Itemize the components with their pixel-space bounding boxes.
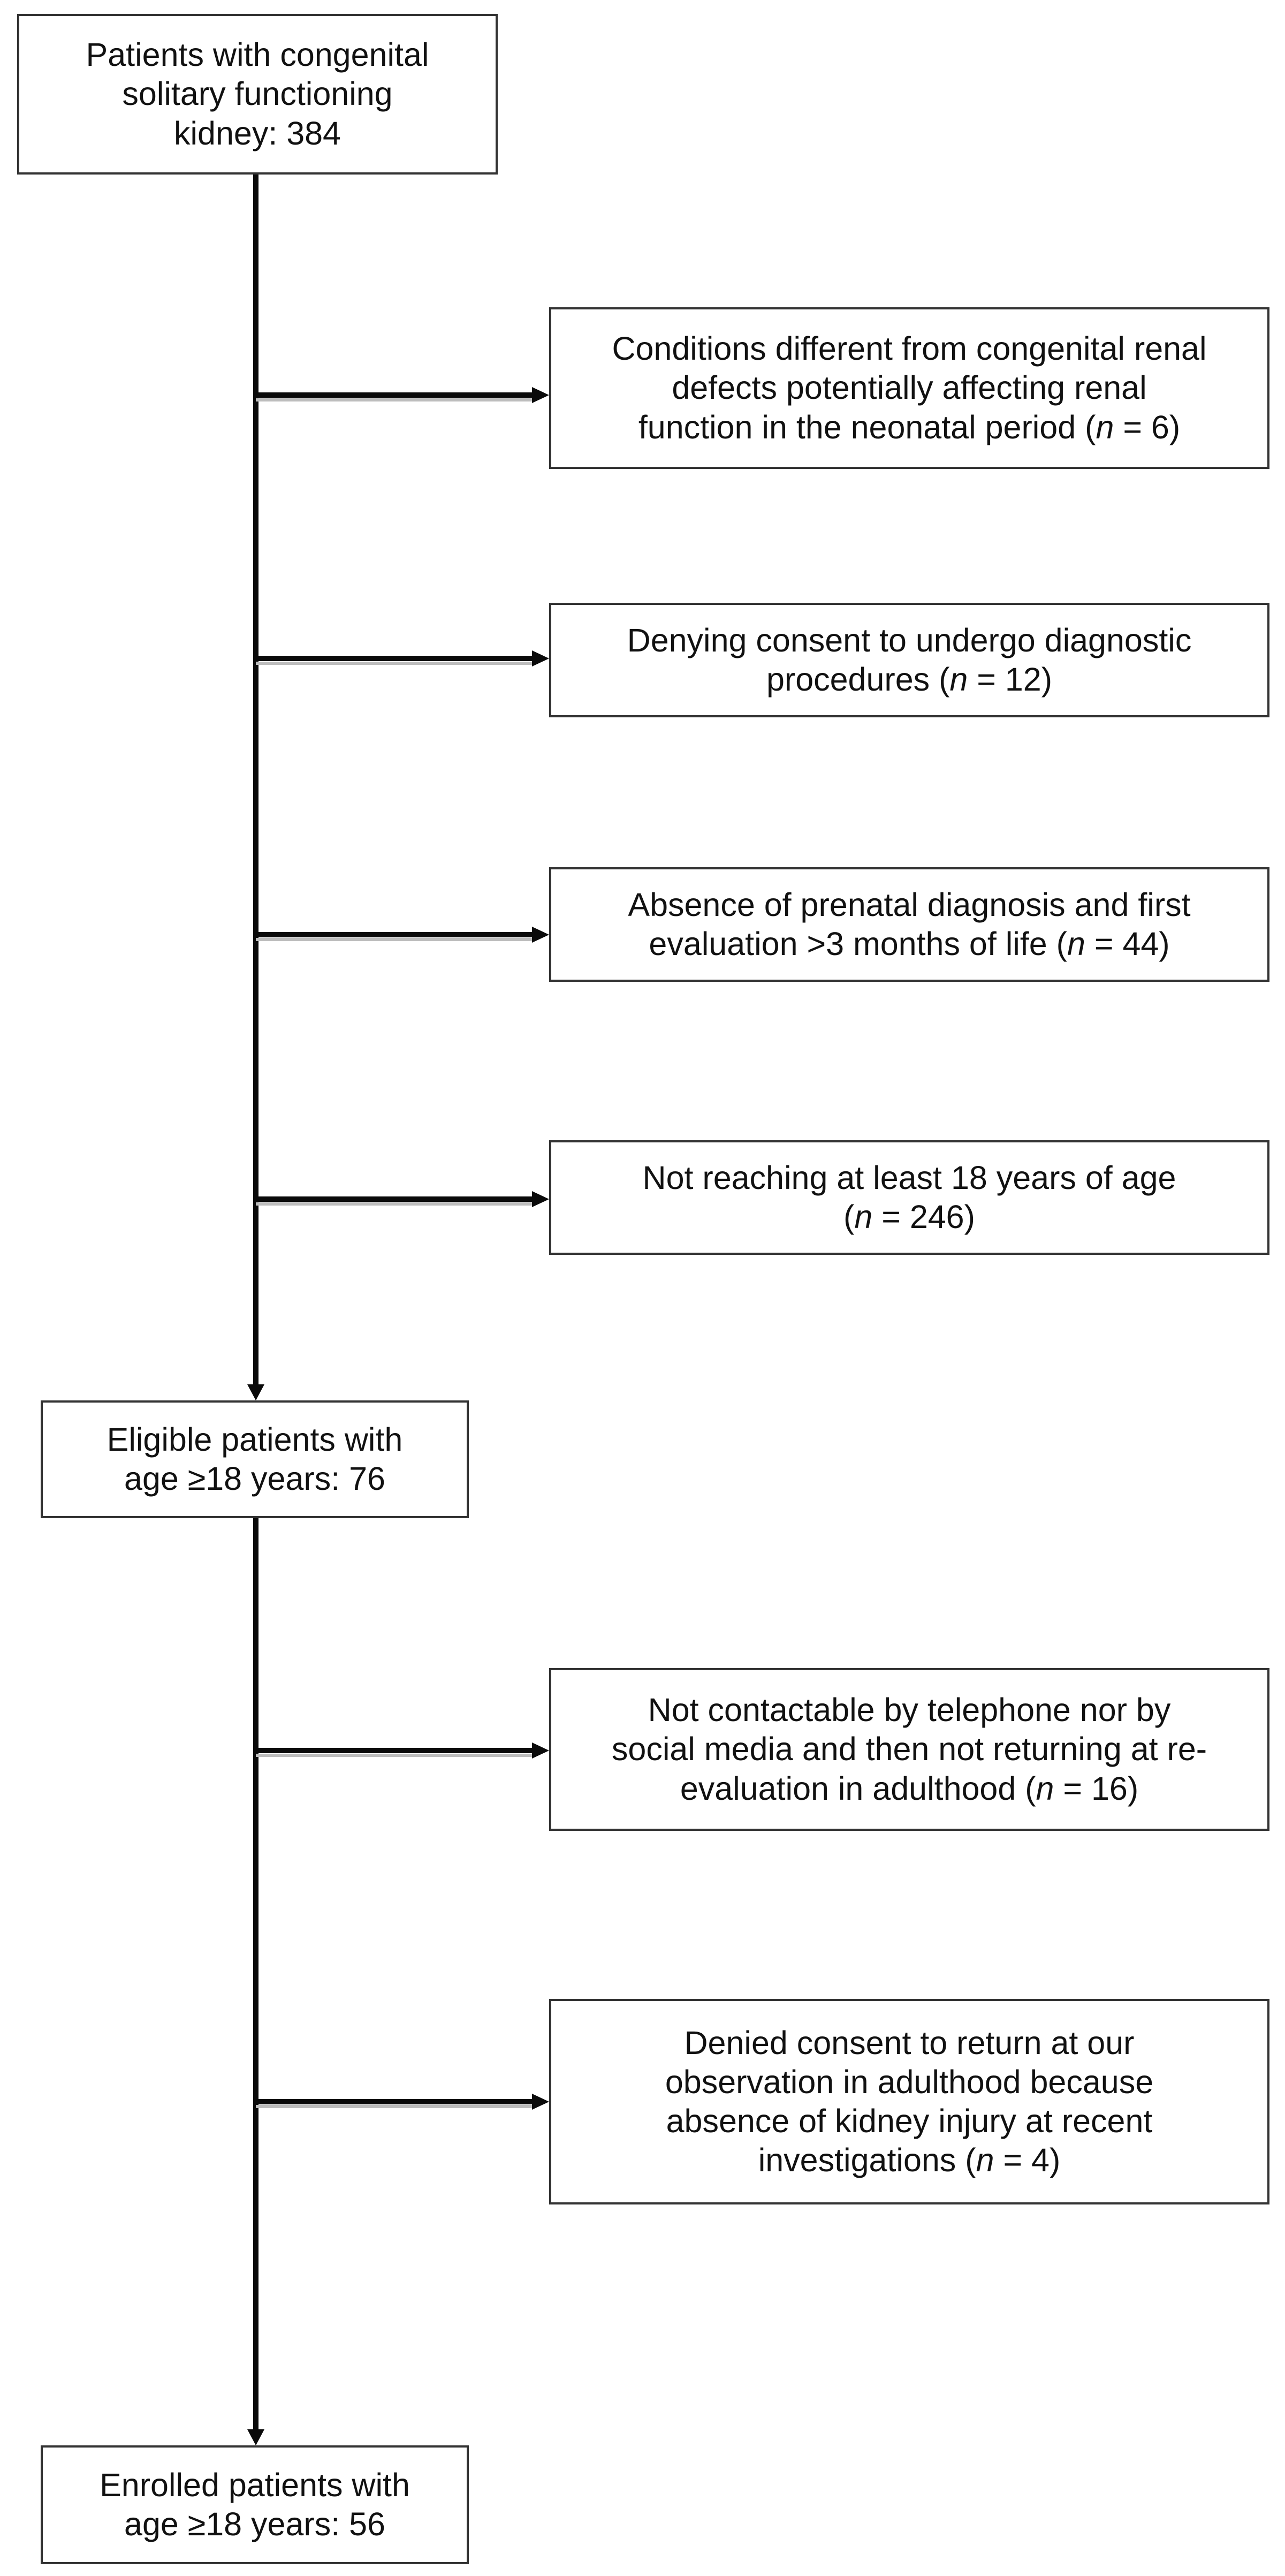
enrolled-line-1: Enrolled patients with bbox=[100, 2466, 410, 2503]
exclusion-arrow-2-head bbox=[532, 650, 549, 666]
exclusion-text: Denied consent to return at our observat… bbox=[665, 2024, 1153, 2180]
exclusion-box-denied-return: Denied consent to return at our observat… bbox=[549, 1999, 1269, 2204]
exclusion-arrow-5-head bbox=[532, 1742, 549, 1759]
exclusion-arrow-1-head bbox=[532, 387, 549, 403]
exclusion-box-no-prenatal-diagnosis: Absence of prenatal diagnosis and first … bbox=[549, 867, 1269, 982]
eligible-box-text: Eligible patients with age ≥18 years: 76 bbox=[107, 1420, 403, 1498]
enrolled-box-text: Enrolled patients with age ≥18 years: 56 bbox=[100, 2466, 410, 2544]
exclusion-line: observation in adulthood because bbox=[665, 2063, 1154, 2100]
enrolled-box: Enrolled patients with age ≥18 years: 56 bbox=[41, 2445, 469, 2564]
main-arrow-to-eligible-head bbox=[247, 1384, 264, 1400]
exclusion-line: Not reaching at least 18 years of age bbox=[642, 1159, 1176, 1196]
exclusion-arrow-3-head bbox=[532, 927, 549, 943]
exclusion-arrow-6-head bbox=[532, 2094, 549, 2110]
exclusion-box-denied-diagnostics: Denying consent to undergo diagnostic pr… bbox=[549, 603, 1269, 717]
exclusion-line: procedures (n = 12) bbox=[766, 661, 1053, 698]
exclusion-line: evaluation in adulthood (n = 16) bbox=[680, 1770, 1139, 1807]
exclusion-text: Not contactable by telephone nor by soci… bbox=[612, 1691, 1207, 1808]
start-box: Patients with congenital solitary functi… bbox=[17, 14, 498, 175]
exclusion-line: Conditions different from congenital ren… bbox=[612, 330, 1207, 367]
exclusion-text: Conditions different from congenital ren… bbox=[612, 329, 1206, 447]
exclusion-line: Not contactable by telephone nor by bbox=[648, 1692, 1171, 1729]
eligible-box: Eligible patients with age ≥18 years: 76 bbox=[41, 1400, 469, 1518]
eligible-line-2: age ≥18 years: 76 bbox=[124, 1460, 385, 1497]
eligible-line-1: Eligible patients with bbox=[107, 1421, 403, 1458]
main-arrow-to-enrolled-head bbox=[247, 2429, 264, 2445]
exclusion-line: (n = 246) bbox=[843, 1199, 975, 1235]
exclusion-line: Denying consent to undergo diagnostic bbox=[627, 622, 1192, 658]
start-box-text: Patients with congenital solitary functi… bbox=[86, 35, 429, 153]
exclusion-text: Absence of prenatal diagnosis and first … bbox=[628, 885, 1190, 964]
start-line-1: Patients with congenital bbox=[86, 36, 429, 73]
exclusion-line: function in the neonatal period (n = 6) bbox=[638, 408, 1181, 445]
exclusion-line: Denied consent to return at our bbox=[684, 2024, 1135, 2061]
exclusion-arrow-4-head bbox=[532, 1191, 549, 1207]
exclusion-line: evaluation >3 months of life (n = 44) bbox=[649, 926, 1170, 962]
exclusion-line: investigations (n = 4) bbox=[758, 2142, 1061, 2179]
exclusion-box-under-18: Not reaching at least 18 years of age (n… bbox=[549, 1140, 1269, 1255]
exclusion-box-neonatal-conditions: Conditions different from congenital ren… bbox=[549, 307, 1269, 469]
exclusion-line: Absence of prenatal diagnosis and first bbox=[628, 886, 1191, 923]
enrolled-line-2: age ≥18 years: 56 bbox=[124, 2506, 385, 2542]
exclusion-line: absence of kidney injury at recent bbox=[666, 2103, 1153, 2139]
exclusion-line: social media and then not returning at r… bbox=[611, 1731, 1207, 1768]
exclusion-text: Denying consent to undergo diagnostic pr… bbox=[627, 621, 1192, 699]
start-line-3: kidney: 384 bbox=[173, 115, 341, 151]
exclusion-line: defects potentially affecting renal bbox=[672, 369, 1147, 406]
exclusion-box-not-contactable: Not contactable by telephone nor by soci… bbox=[549, 1668, 1269, 1831]
start-line-2: solitary functioning bbox=[122, 75, 393, 112]
exclusion-text: Not reaching at least 18 years of age (n… bbox=[643, 1158, 1176, 1237]
